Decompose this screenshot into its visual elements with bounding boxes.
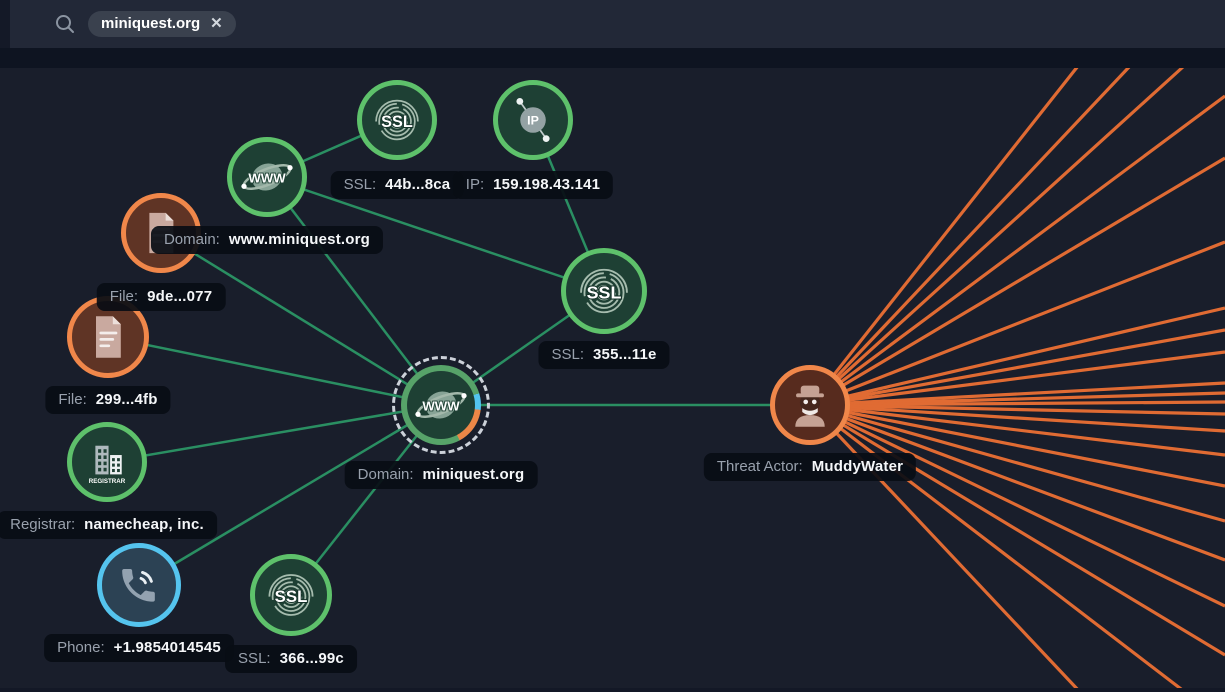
- svg-text:REGISTRAR: REGISTRAR: [89, 478, 126, 485]
- label-registrar[interactable]: Registrar: namecheap, inc.: [0, 511, 217, 539]
- label-prefix: Threat Actor:: [716, 458, 803, 475]
- search-chip-label: miniquest.org: [101, 15, 201, 32]
- node-body: WWW: [407, 371, 475, 439]
- globe-icon: WWW: [415, 391, 467, 419]
- fingerprint-icon: SSL: [375, 99, 419, 141]
- node-threat[interactable]: [770, 365, 850, 445]
- bottom-edge: [0, 688, 1225, 692]
- node-ssl-top[interactable]: SSL: [357, 80, 437, 160]
- node-domain-central[interactable]: WWW: [401, 365, 481, 445]
- label-value: 159.198.43.141: [493, 176, 601, 193]
- label-prefix: SSL:: [343, 176, 377, 193]
- label-value: 355...11e: [593, 346, 657, 363]
- label-prefix: File:: [109, 288, 139, 305]
- label-file-1[interactable]: File: 9de...077: [96, 283, 226, 311]
- search-icon[interactable]: [54, 13, 76, 35]
- selection-ring: [392, 356, 490, 454]
- label-value: namecheap, inc.: [84, 516, 204, 533]
- label-value: www.miniquest.org: [228, 231, 371, 248]
- fingerprint-icon: SSL: [580, 268, 628, 314]
- node-phone[interactable]: [97, 543, 181, 627]
- label-value: 299...4fb: [95, 391, 158, 408]
- file-icon: [96, 316, 121, 358]
- svg-text:SSL: SSL: [587, 283, 622, 303]
- label-ssl-mid[interactable]: SSL: 355...11e: [538, 341, 670, 369]
- label-value: 9de...077: [147, 288, 213, 305]
- label-ip[interactable]: IP: 159.198.43.141: [452, 171, 614, 199]
- phone-icon: [122, 568, 155, 602]
- label-value: MuddyWater: [811, 458, 904, 475]
- label-prefix: Domain:: [163, 231, 220, 248]
- node-ssl-btm[interactable]: SSL: [250, 554, 332, 636]
- label-ssl-top[interactable]: SSL: 44b...8ca: [330, 171, 464, 199]
- threat-icon: [795, 385, 825, 427]
- label-www-parent[interactable]: Domain: www.miniquest.org: [150, 226, 384, 254]
- label-threat[interactable]: Threat Actor: MuddyWater: [703, 453, 917, 481]
- node-www-parent[interactable]: WWW: [227, 137, 307, 217]
- label-phone[interactable]: Phone: +1.9854014545: [44, 634, 234, 662]
- chip-close-icon[interactable]: ✕: [210, 15, 223, 32]
- search-chip[interactable]: miniquest.org ✕: [88, 11, 236, 37]
- label-value: miniquest.org: [422, 466, 525, 483]
- node-ssl-mid[interactable]: SSL: [561, 248, 647, 334]
- label-prefix: Domain:: [357, 466, 414, 483]
- svg-text:WWW: WWW: [248, 170, 286, 185]
- ip-icon: IP: [516, 97, 550, 143]
- node-ip[interactable]: IP: [493, 80, 573, 160]
- globe-icon: WWW: [241, 163, 293, 191]
- label-value: 44b...8ca: [385, 176, 451, 193]
- label-file-2[interactable]: File: 299...4fb: [45, 386, 171, 414]
- label-value: 366...99c: [279, 650, 344, 667]
- label-prefix: Phone:: [57, 639, 105, 656]
- label-domain-central[interactable]: Domain: miniquest.org: [344, 461, 538, 489]
- label-prefix: Registrar:: [10, 516, 76, 533]
- top-bar: miniquest.org ✕: [0, 0, 1225, 48]
- label-ssl-btm[interactable]: SSL: 366...99c: [225, 645, 357, 673]
- registrar-icon: REGISTRAR: [89, 445, 126, 485]
- window-left-edge: [0, 0, 10, 48]
- node-registrar[interactable]: REGISTRAR: [67, 422, 147, 502]
- label-prefix: IP:: [465, 176, 485, 193]
- label-value: +1.9854014545: [113, 639, 221, 656]
- header-divider: [0, 48, 1225, 68]
- svg-text:IP: IP: [527, 114, 539, 128]
- label-prefix: SSL:: [238, 650, 271, 667]
- svg-text:SSL: SSL: [275, 587, 308, 606]
- label-prefix: File:: [58, 391, 87, 408]
- fingerprint-icon: SSL: [268, 574, 314, 616]
- svg-text:WWW: WWW: [422, 398, 460, 413]
- label-prefix: SSL:: [551, 346, 584, 363]
- svg-text:SSL: SSL: [381, 113, 413, 131]
